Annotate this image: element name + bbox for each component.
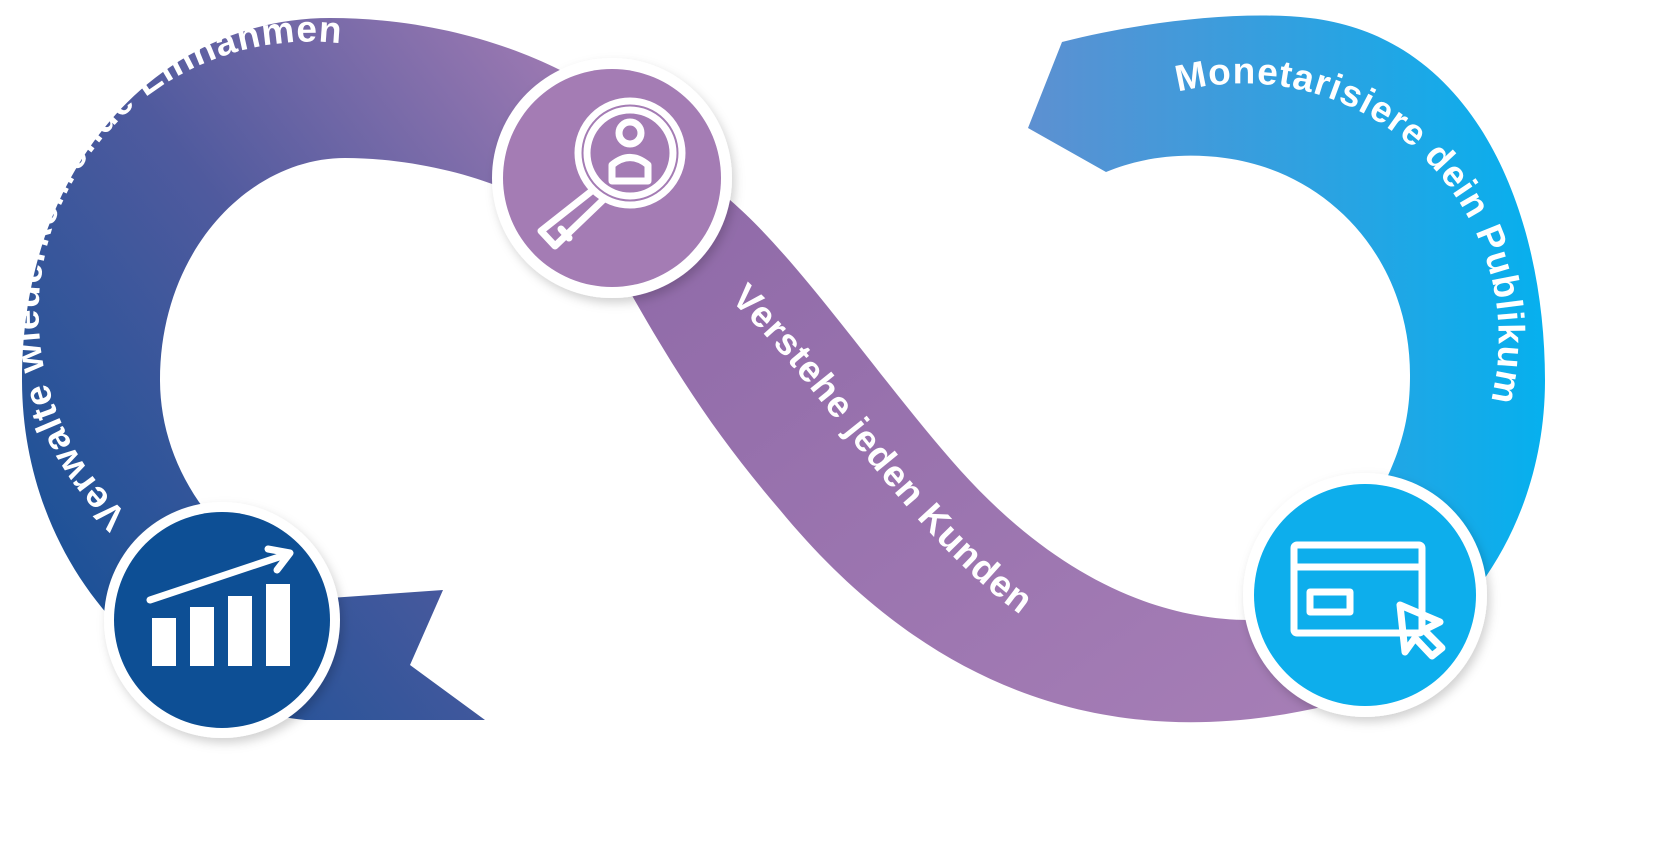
ribbon-middle: [630, 200, 1330, 723]
bar-chart-growth-icon: [146, 545, 294, 666]
segment-monetize: Monetarisiere dein Publikum: [1028, 15, 1545, 586]
customer-badge: [492, 58, 732, 298]
monetize-badge: [1243, 473, 1487, 717]
revenue-badge: [104, 502, 340, 738]
magnifier-person-icon: [537, 97, 686, 250]
ribbon-right: [1028, 15, 1545, 586]
browser-window-cursor-icon: [1290, 541, 1446, 660]
segment-customer: Verstehe jeden Kunden: [630, 200, 1330, 723]
